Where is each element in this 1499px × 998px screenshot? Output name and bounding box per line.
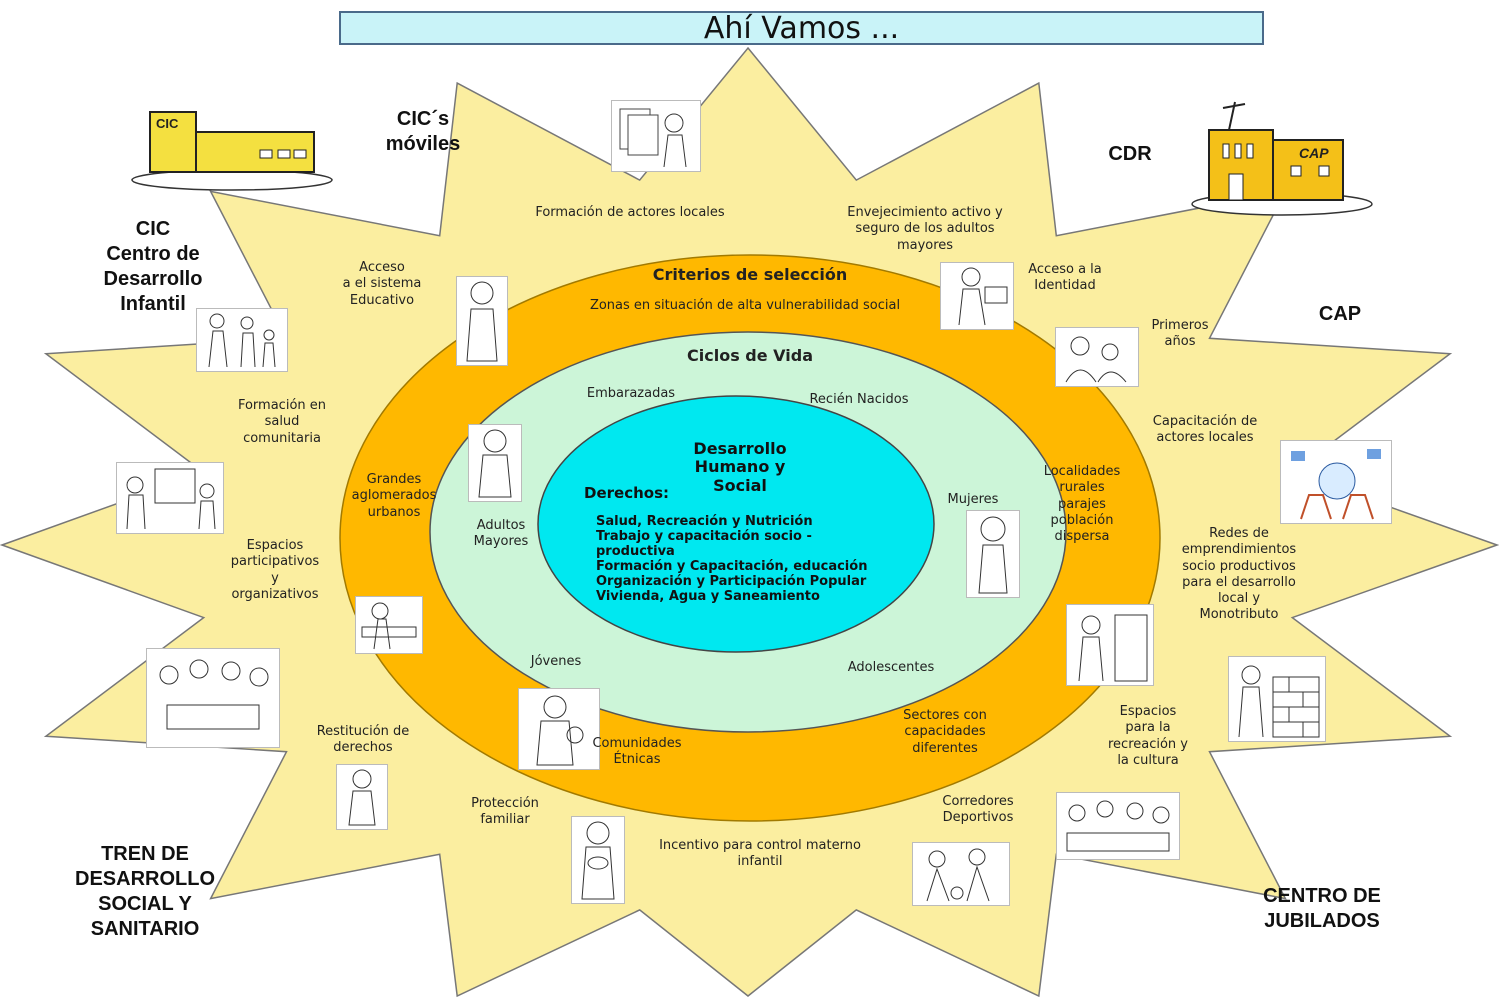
label-zonas: Zonas en situación de alta vulnerabilida… [589,298,901,313]
derechos-label: Derechos: [584,484,669,502]
outer-ring-title: Criterios de selección [652,265,848,284]
derecho-item: Trabajo y capacitación socio - [596,529,812,544]
label-envejecimiento: Envejecimiento activo y seguro de los ad… [847,205,1003,253]
corner-cic-moviles: CIC´s móviles [385,108,461,155]
label-mujeres: Mujeres [947,492,999,507]
label-capacitacion-actores: Capacitación de actores locales [1152,414,1258,446]
cap-building-image: CAP [1187,100,1377,218]
derecho-item: Salud, Recreación y Nutrición [596,514,813,529]
derecho-item: Formación y Capacitación, educación [596,559,868,574]
label-incentivo: Incentivo para control materno infantil [659,838,861,870]
derecho-item: Organización y Participación Popular [596,574,867,589]
corner-cap: CAP [1318,303,1362,325]
derecho-item: Vivienda, Agua y Saneamiento [596,589,820,604]
core-circle [537,395,935,653]
label-aglomerados: Grandes aglomerados urbanos [351,472,437,520]
label-redes: Redes de emprendimientos socio productiv… [1181,526,1297,623]
corner-cic-centro-desarrollo: CIC Centro de Desarrollo Infantil [103,218,203,315]
illustration-sports [912,842,1010,906]
label-formacion-salud: Formación en salud comunitaria [237,398,327,446]
middle-ring-title: Ciclos de Vida [687,346,813,365]
illustration-elderly-reading [940,262,1014,330]
illustration-worker-door [1066,604,1154,686]
label-sectores: Sectores con capacidades diferentes [903,708,987,756]
label-proteccion: Protección familiar [471,796,539,828]
corner-centro-jubilados: CENTRO DE JUBILADOS [1263,885,1381,932]
label-primeros-anos: Primeros años [1151,318,1209,350]
illustration-classroom [1056,792,1180,860]
illustration-group-meeting [146,648,280,748]
corner-cdr: CDR [1108,143,1152,165]
label-adolescentes: Adolescentes [847,660,935,675]
illustration-family-cic [196,308,288,372]
label-acceso-identidad: Acceso a la Identidad [1028,262,1102,294]
label-espacios-recreacion: Espacios para la recreación y la cultura [1107,704,1188,768]
illustration-elderly-woman [468,424,522,502]
illustration-bricklayer [1228,656,1326,742]
illustration-desk-worker [355,596,423,654]
label-formacion-actores: Formación de actores locales [535,205,725,220]
illustration-child-standing [336,764,388,830]
corner-tren-desarrollo: TREN DE DESARROLLO SOCIAL Y SANITARIO [75,843,215,940]
label-corredores: Corredores Deportivos [942,794,1014,826]
label-acceso-educativo: Acceso a el sistema Educativo [342,260,422,308]
label-embarazadas: Embarazadas [586,386,676,401]
cic-building-image: CIC [128,100,336,192]
illustration-mother-baby [571,816,625,904]
label-localidades: Localidades rurales parajes población di… [1043,464,1121,544]
label-espacios-participativos: Espacios participativos y organizativos [230,538,320,602]
label-restitucion: Restitución de derechos [316,724,410,756]
label-adultos-mayores: Adultos Mayores [473,518,529,550]
label-recien-nacidos: Recién Nacidos [809,392,909,407]
illustration-whiteboard [116,462,224,534]
illustration-mother-child [518,688,600,770]
illustration-children [1055,327,1139,387]
page-title: Ahí Vamos ... [339,11,1264,45]
cap-sign: CAP [1299,145,1329,161]
derechos-list: Salud, Recreación y Nutrición Trabajo y … [596,514,936,604]
label-jovenes: Jóvenes [530,654,582,669]
illustration-girl [966,510,1020,598]
illustration-docs [611,100,701,172]
derecho-item: productiva [596,544,675,559]
cic-sign: CIC [156,116,179,131]
illustration-teacher [456,276,508,366]
label-comunidades: Comunidades Étnicas [592,736,682,768]
illustration-globe-people [1280,440,1392,524]
core-title: Desarrollo Humano y Social [693,439,787,495]
